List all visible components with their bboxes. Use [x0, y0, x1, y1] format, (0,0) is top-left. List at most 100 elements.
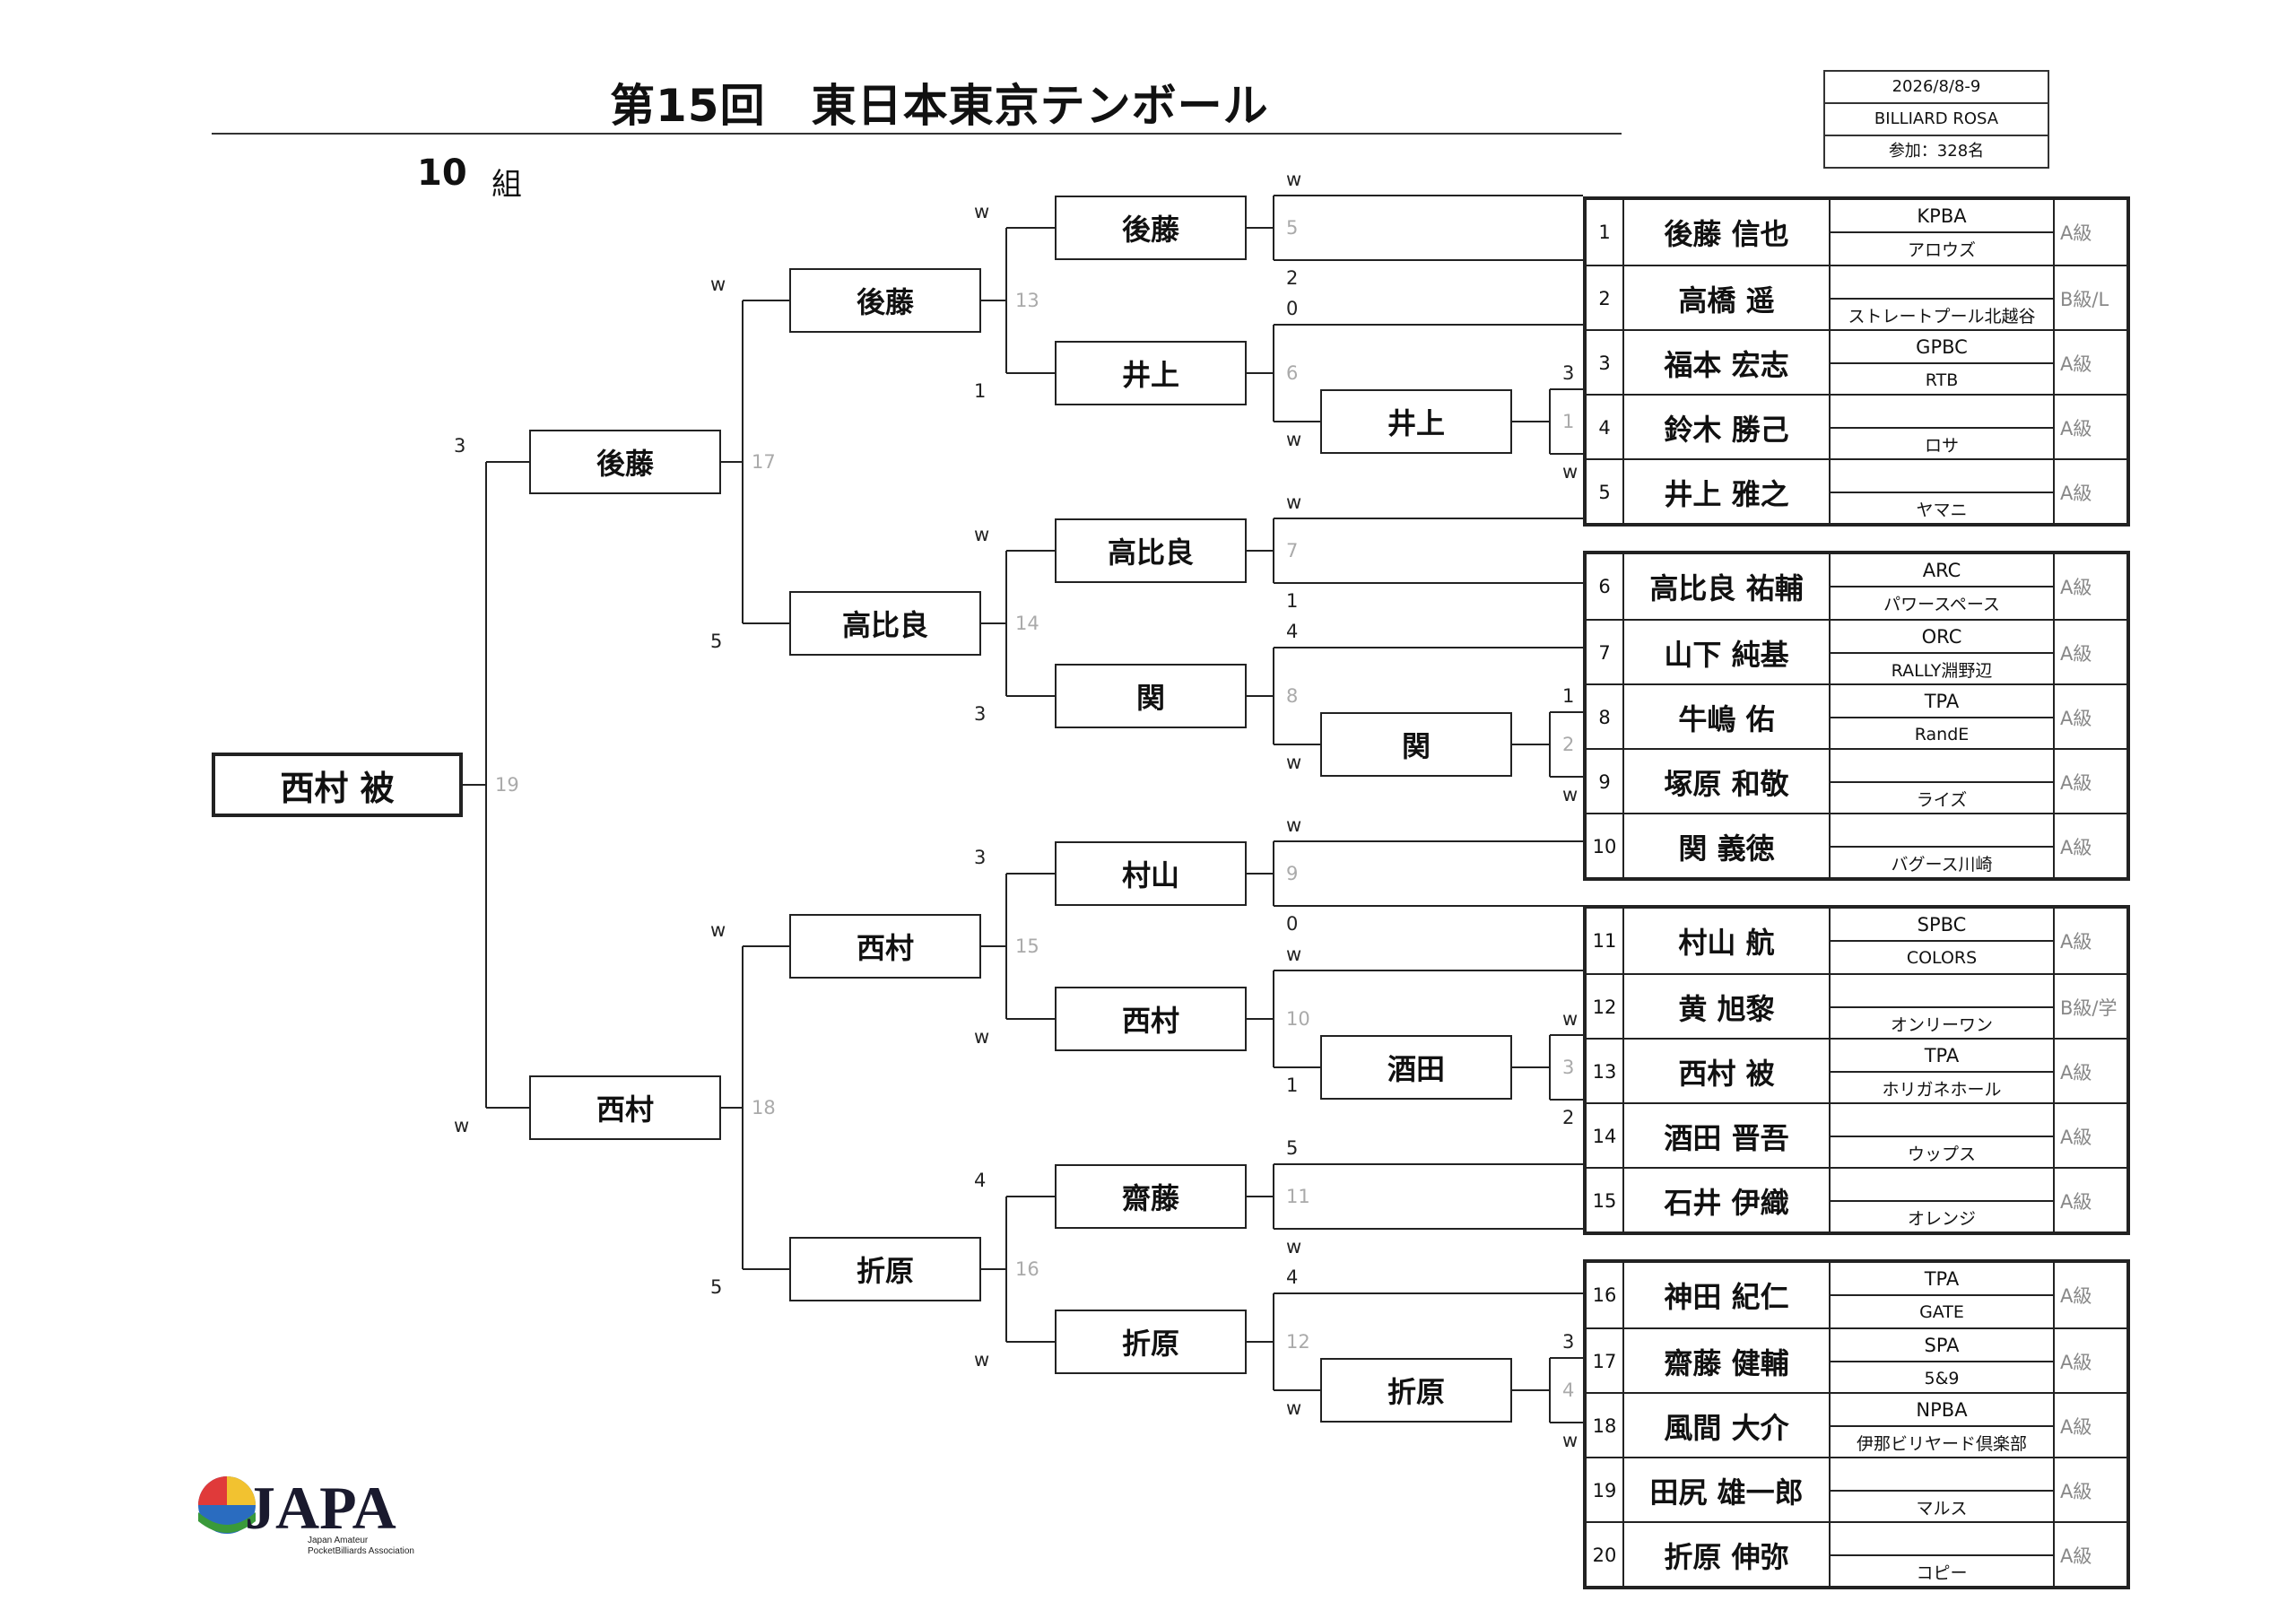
player-club-secondary: ヤマニ — [1916, 500, 1968, 520]
player-club-primary: KPBA — [1831, 200, 2053, 233]
score-top: 3 — [974, 847, 987, 868]
score-bottom: 0 — [1286, 913, 1299, 935]
event-venue: BILLIARD ROSA — [1825, 104, 2048, 136]
score-bottom: 1 — [974, 380, 987, 402]
player-seed: 7 — [1587, 621, 1624, 685]
match-number: 17 — [752, 451, 776, 473]
player-name: 折原 伸弥 — [1624, 1523, 1831, 1588]
player-seed: 15 — [1587, 1169, 1624, 1233]
player-class: A級 — [2060, 1127, 2092, 1148]
winner-box: 高比良 — [789, 591, 981, 656]
score-bottom: w — [1286, 1397, 1302, 1419]
player-class: A級 — [2060, 1191, 2092, 1213]
score-bottom: 1 — [1286, 1075, 1299, 1096]
match-number: 11 — [1286, 1186, 1310, 1207]
player-club: コピー — [1831, 1523, 2055, 1588]
player-club: ライズ — [1831, 750, 2055, 814]
player-club-secondary: ロサ — [1924, 436, 1959, 456]
player-class: A級 — [2060, 222, 2092, 244]
winner-box: 村山 — [1055, 841, 1247, 906]
player-class: A級 — [2060, 1352, 2092, 1373]
event-participants: 参加：328名 — [1888, 142, 1985, 161]
winner-box: 西村 — [789, 914, 981, 979]
score-bottom: w — [454, 1115, 470, 1136]
score-top: w — [710, 274, 726, 295]
match-number: 13 — [1015, 290, 1039, 311]
score-top: w — [974, 524, 990, 545]
player-class: A級 — [2060, 1062, 2092, 1083]
winner-box: 西村 — [529, 1075, 721, 1140]
player-name: 酒田 晋吾 — [1624, 1104, 1831, 1169]
score-bottom: w — [1286, 429, 1302, 450]
player-name: 高比良 祐輔 — [1624, 554, 1831, 619]
score-bottom: w — [1562, 784, 1578, 805]
winner-box: 酒田 — [1320, 1035, 1512, 1100]
player-class: A級 — [2060, 643, 2092, 665]
player-name: 黄 旭黎 — [1624, 975, 1831, 1040]
player-name: 西村 被 — [1624, 1040, 1831, 1104]
player-club-secondary: RandE — [1914, 724, 1970, 744]
score-top: 5 — [1286, 1137, 1299, 1159]
player-class: A級 — [2060, 353, 2092, 375]
match-number: 10 — [1286, 1008, 1310, 1030]
player-class: A級 — [2060, 1285, 2092, 1307]
player-seed: 6 — [1587, 554, 1624, 619]
score-top: 0 — [1286, 298, 1299, 319]
player-club: ロサ — [1831, 396, 2055, 460]
player-club-primary — [1831, 750, 2053, 783]
player-club: SPA 5&9 — [1831, 1329, 2055, 1394]
player-seed: 18 — [1587, 1394, 1624, 1458]
player-club-secondary: パワースペース — [1883, 595, 2000, 614]
event-date: 2026/8/8-9 — [1825, 72, 2048, 104]
player-club-primary: SPA — [1831, 1329, 2053, 1362]
player-class: A級 — [2060, 577, 2092, 598]
page-title: 第15回 東日本東京テンボール — [610, 80, 1269, 132]
champion-box: 西村 被 — [212, 753, 463, 817]
match-number: 5 — [1286, 217, 1299, 239]
score-top: 1 — [1562, 685, 1575, 707]
player-name: 後藤 信也 — [1624, 200, 1831, 265]
score-top: w — [710, 919, 726, 941]
player-club: ARC パワースペース — [1831, 554, 2055, 619]
player-club-primary: ARC — [1831, 554, 2053, 587]
player-club: ヤマニ — [1831, 460, 2055, 525]
player-club: マルス — [1831, 1458, 2055, 1523]
player-club-secondary: 5&9 — [1924, 1368, 1960, 1388]
player-class: A級 — [2060, 772, 2092, 794]
match-number: 16 — [1015, 1258, 1039, 1280]
score-top: w — [974, 201, 990, 222]
match-number: 6 — [1286, 362, 1299, 384]
winner-box: 齋藤 — [1055, 1164, 1247, 1229]
player-class: A級 — [2060, 483, 2092, 504]
score-bottom: w — [1562, 1430, 1578, 1451]
player-club-primary — [1831, 266, 2053, 300]
player-seed: 5 — [1587, 460, 1624, 525]
player-class: A級 — [2060, 1481, 2092, 1502]
player-club: ウップス — [1831, 1104, 2055, 1169]
score-top: 4 — [1286, 621, 1299, 642]
player-club-primary — [1831, 396, 2053, 429]
player-class: B級/L — [2060, 289, 2109, 310]
match-number: 7 — [1286, 540, 1299, 561]
player-seed: 11 — [1587, 909, 1624, 973]
player-seed: 16 — [1587, 1263, 1624, 1327]
player-seed: 17 — [1587, 1329, 1624, 1394]
match-number: 8 — [1286, 685, 1299, 707]
